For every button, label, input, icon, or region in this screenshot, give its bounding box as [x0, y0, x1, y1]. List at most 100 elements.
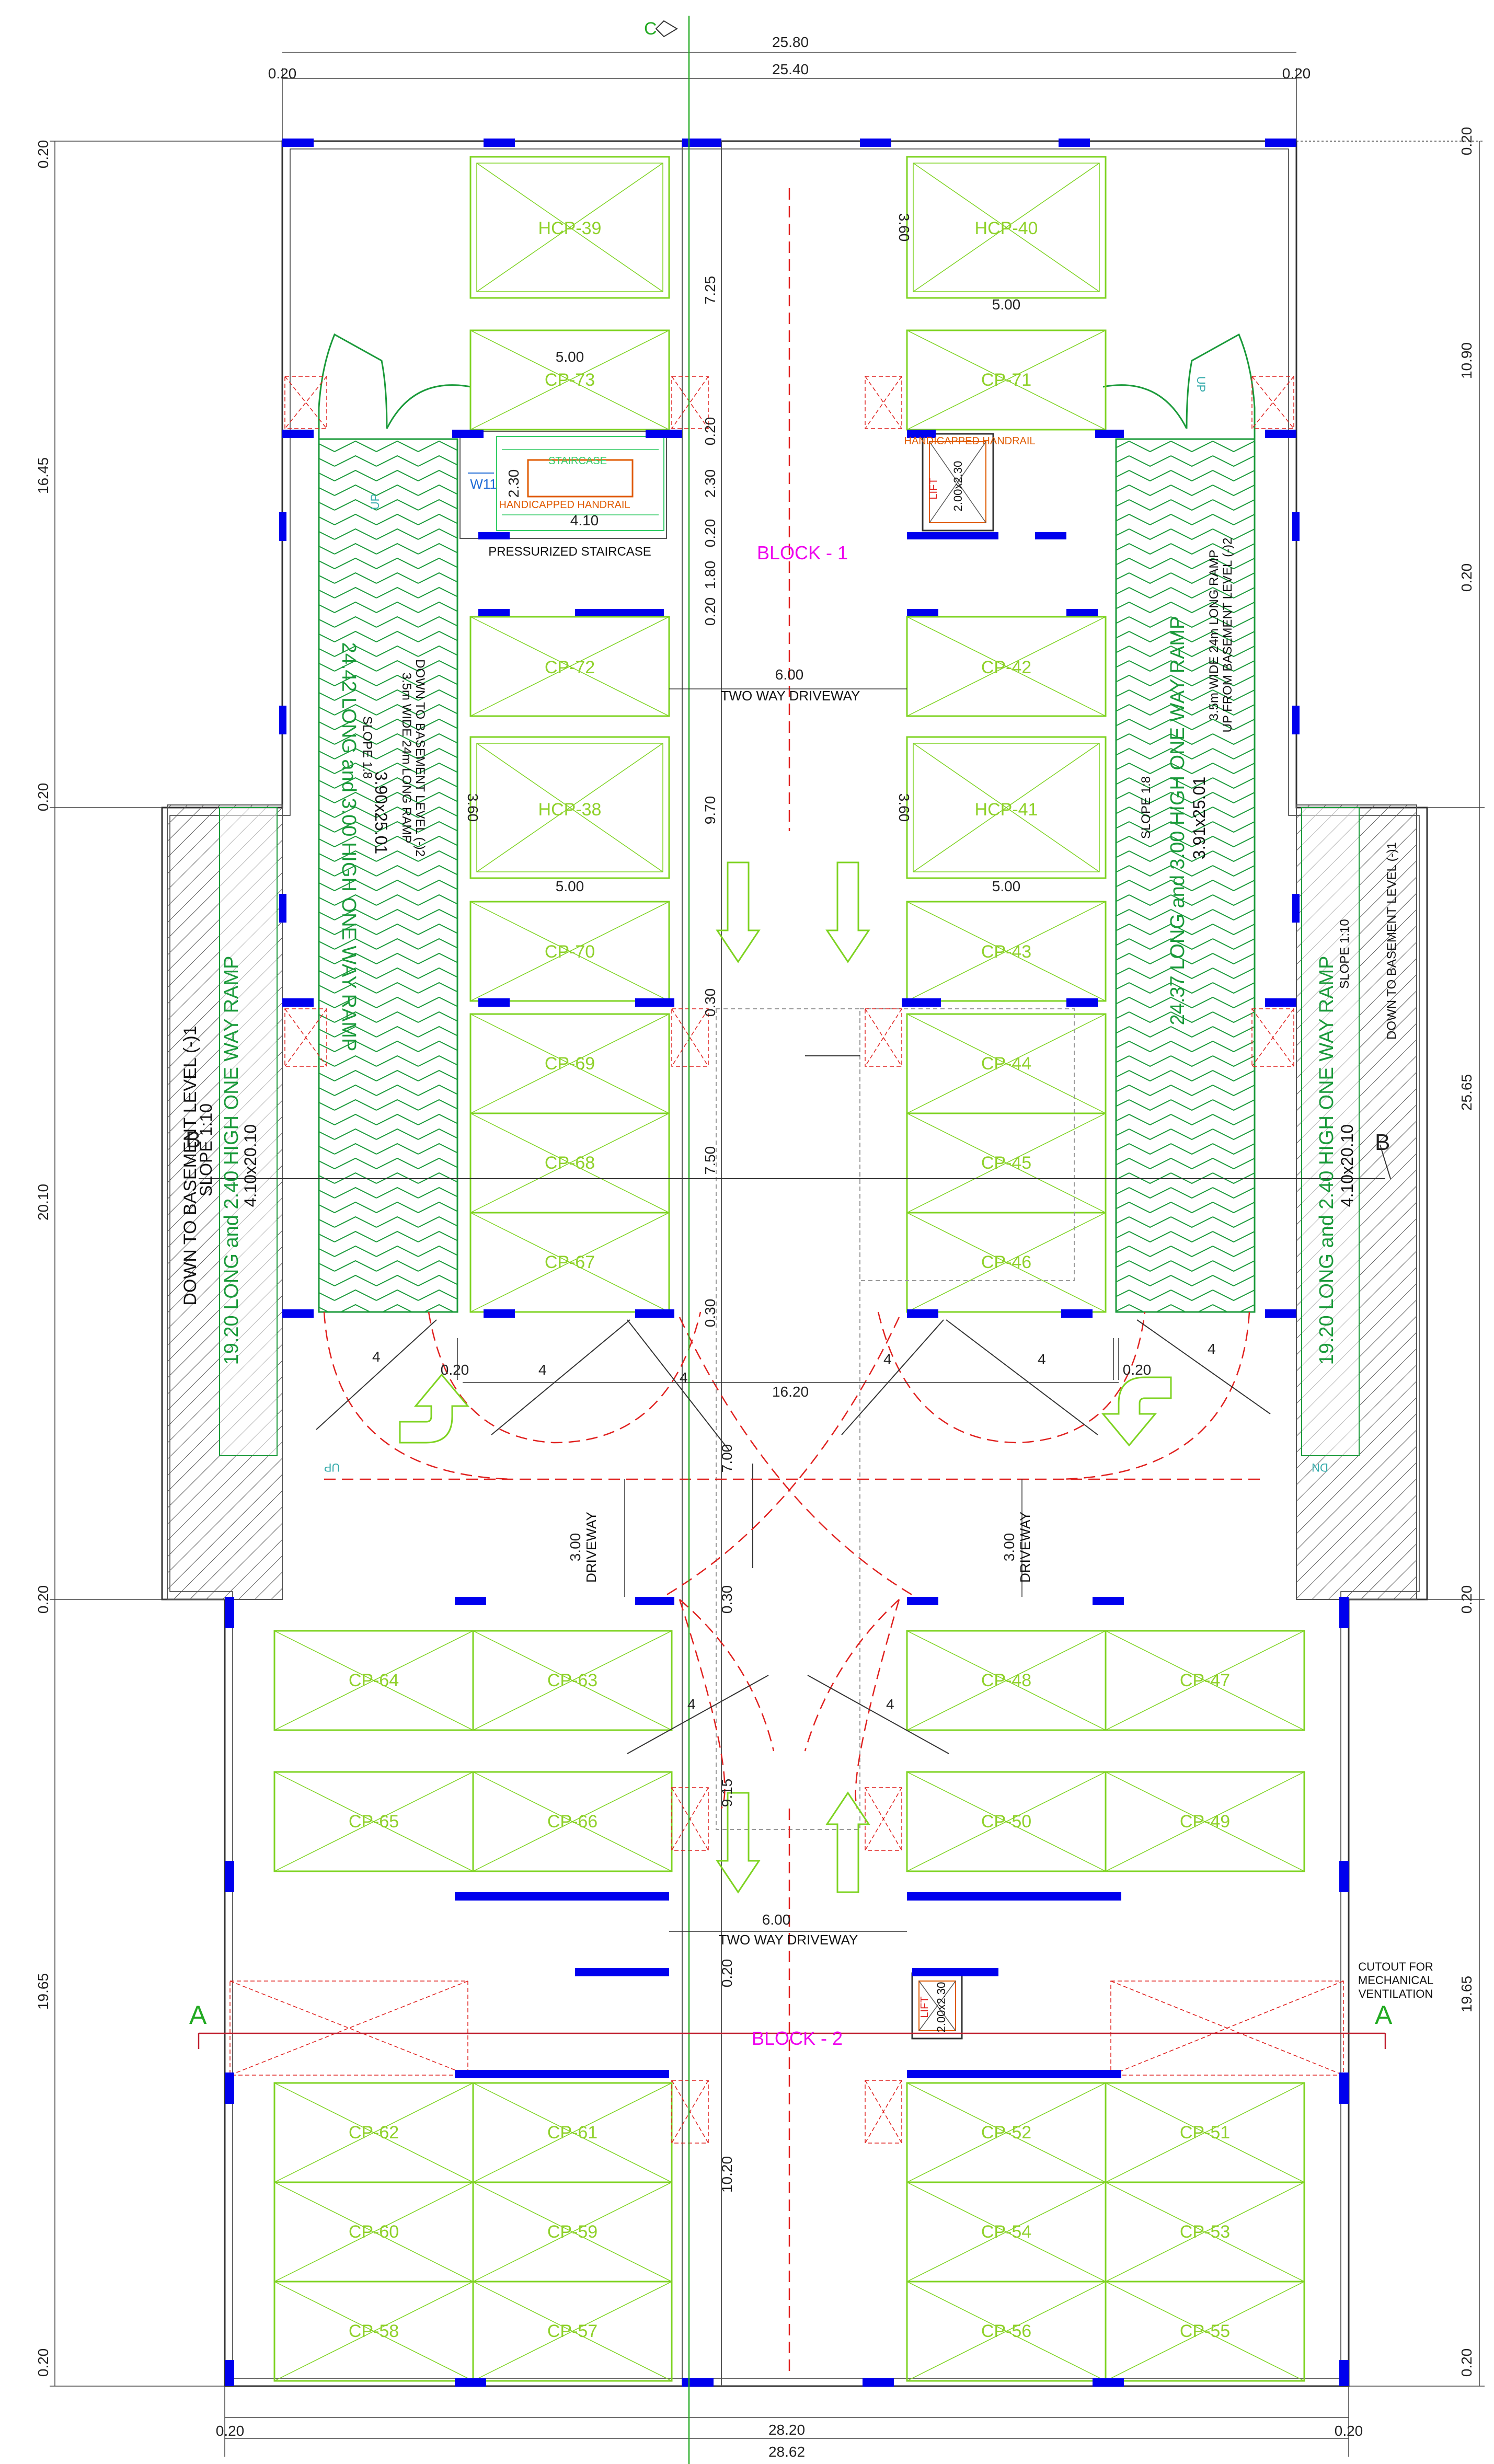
dim-value: 3.60	[896, 793, 912, 822]
section-label-b-right: B	[1375, 1130, 1390, 1155]
ramp-slope: SLOPE 1:8	[360, 716, 374, 779]
outer-ramp-left	[167, 804, 283, 1600]
ramp-note: 3.5m WIDE 24m LONG RAMP	[399, 673, 413, 844]
cutout-note: VENTILATION	[1359, 1987, 1433, 2000]
window-tag: W11	[470, 476, 497, 492]
bay-label: CP-43	[981, 942, 1031, 962]
bay-label: CP-69	[545, 1054, 595, 1074]
bay-label: CP-55	[1180, 2321, 1230, 2341]
dimension-lines	[457, 688, 1119, 1932]
dim-value: 3.00	[1001, 1533, 1017, 1562]
arrow-down-icon	[825, 861, 870, 963]
bay-label: CP-54	[981, 2222, 1031, 2242]
ramp-size: 3.91x25.01	[1190, 777, 1209, 859]
bay-label: CP-58	[349, 2321, 399, 2341]
ramp-title: 24.37 LONG and 3.00 HIGH ONE WAY RAMP	[1167, 616, 1189, 1026]
lift-size: 2.00x2.30	[951, 461, 964, 512]
bay-label: CP-72	[545, 658, 595, 677]
ramp-size: 3.90x25.01	[372, 772, 390, 854]
misc-labels: TWO WAY DRIVEWAY TWO WAY DRIVEWAY DRIVEW…	[324, 376, 1433, 2033]
structure-lines	[682, 141, 1075, 2386]
dim-value: 0.20	[1282, 65, 1311, 82]
ramp-note: UP FROM BASEMENT LEVEL (-)2	[1221, 538, 1235, 733]
driveway-label: TWO WAY DRIVEWAY	[721, 688, 860, 704]
up-label: UP	[369, 494, 382, 510]
dim-value: 4	[538, 1362, 547, 1378]
dim-value: 5.00	[556, 878, 584, 894]
dim-value: 4	[680, 1369, 688, 1386]
arrow-down-icon	[716, 1792, 761, 1894]
bay-label: CP-44	[981, 1054, 1031, 1074]
dim-value: 4	[1038, 1351, 1046, 1367]
dim-value: 0.30	[719, 1585, 735, 1614]
dim-value: 0.20	[35, 1585, 51, 1614]
dim-value: 3.00	[567, 1533, 583, 1562]
dim-value: 3.60	[896, 213, 912, 242]
bay-label: CP-56	[981, 2321, 1031, 2341]
ramp-slope: SLOPE 1:10	[197, 1103, 215, 1196]
staircase-core	[459, 431, 667, 539]
dim-value: 5.00	[992, 878, 1021, 894]
bay-label: CP-49	[1180, 1812, 1230, 1832]
dim-value: 4	[883, 1351, 892, 1367]
ramp-note: 3.5m WIDE 24m LONG RAMP	[1207, 550, 1221, 721]
arrow-up-icon	[825, 1791, 870, 1893]
dim-value: 0.20	[1123, 1362, 1152, 1378]
bay-label: CP-64	[349, 1671, 399, 1690]
radius-arrows	[316, 1319, 1271, 1754]
bay-label: CP-53	[1180, 2222, 1230, 2242]
driveway-label: TWO WAY DRIVEWAY	[719, 1932, 858, 1948]
opening-crosses	[229, 376, 1344, 2144]
bay-label: CP-45	[981, 1153, 1031, 1173]
dim-value: 16.45	[35, 457, 51, 494]
lift-core-block1	[922, 433, 994, 532]
ramp-slope: SLOPE 1:10	[1338, 919, 1352, 988]
ramp-note: DOWN TO BASEMENT LEVEL (-)2	[413, 659, 427, 857]
dim-value: 0.20	[268, 65, 297, 82]
dim-value: 1.80	[702, 561, 718, 590]
bay-label: CP-63	[547, 1671, 597, 1690]
dim-value: 0.20	[216, 2423, 245, 2439]
bay-label: CP-66	[547, 1812, 597, 1832]
bay-label: CP-57	[547, 2321, 597, 2341]
cutout-note: CUTOUT FOR	[1358, 1960, 1433, 1973]
section-line-a: A A	[189, 2000, 1393, 2049]
dim-value: 4	[372, 1349, 381, 1365]
dim-value: 6.00	[762, 1912, 791, 1928]
bay-label: CP-73	[545, 370, 595, 390]
ramp-slope: SLOPE 1:8	[1139, 776, 1153, 839]
dim-value: 0.20	[1458, 127, 1475, 156]
ramp-size: 4.10x20.10	[241, 1124, 260, 1207]
block-label-2: BLOCK - 2	[752, 2028, 843, 2049]
handrail-label: HANDICAPPED HANDRAIL	[904, 435, 1035, 447]
dim-value: 16.20	[772, 1384, 809, 1400]
dim-value: 2.30	[505, 469, 522, 498]
bay-label: CP-59	[547, 2222, 597, 2242]
dim-value: 0.20	[1458, 2348, 1475, 2377]
dim-value: 0.30	[702, 988, 718, 1017]
ramp-right-outer-text: 19.20 LONG and 2.40 HIGH ONE WAY RAMP 4.…	[1316, 842, 1399, 1365]
dim-value: 0.30	[702, 1299, 718, 1328]
driveway-label: DRIVEWAY	[583, 1512, 599, 1583]
arrow-down-icon	[716, 861, 761, 963]
dim-value: 3.60	[465, 793, 481, 822]
dim-value: 7.25	[702, 276, 718, 305]
ramp-left-outer-text: DOWN TO BASEMENT LEVEL (-)1 SLOPE 1:10 1…	[180, 956, 260, 1365]
dim-value: 7.00	[719, 1444, 735, 1473]
staircase-label: STAIRCASE	[548, 455, 607, 467]
bay-label: CP-68	[545, 1153, 595, 1173]
ramp-right-inner-text: 24.37 LONG and 3.00 HIGH ONE WAY RAMP SL…	[1139, 538, 1235, 1026]
ramp-note: DOWN TO BASEMENT LEVEL (-)1	[180, 1026, 200, 1305]
dim-value: 6.00	[775, 666, 804, 683]
dim-value: 0.20	[441, 1362, 469, 1378]
dim-value: 9.15	[719, 1779, 735, 1807]
dim-value: 0.20	[1458, 1585, 1475, 1614]
bay-label: CP-61	[547, 2123, 597, 2143]
bay-label: HCP-40	[975, 218, 1038, 238]
dim-value: 25.80	[772, 34, 809, 50]
lift-size: 2.00x2.30	[935, 1982, 948, 2033]
dim-value: 5.00	[992, 296, 1021, 313]
bay-label: CP-51	[1180, 2123, 1230, 2143]
bay-label: CP-62	[349, 2123, 399, 2143]
